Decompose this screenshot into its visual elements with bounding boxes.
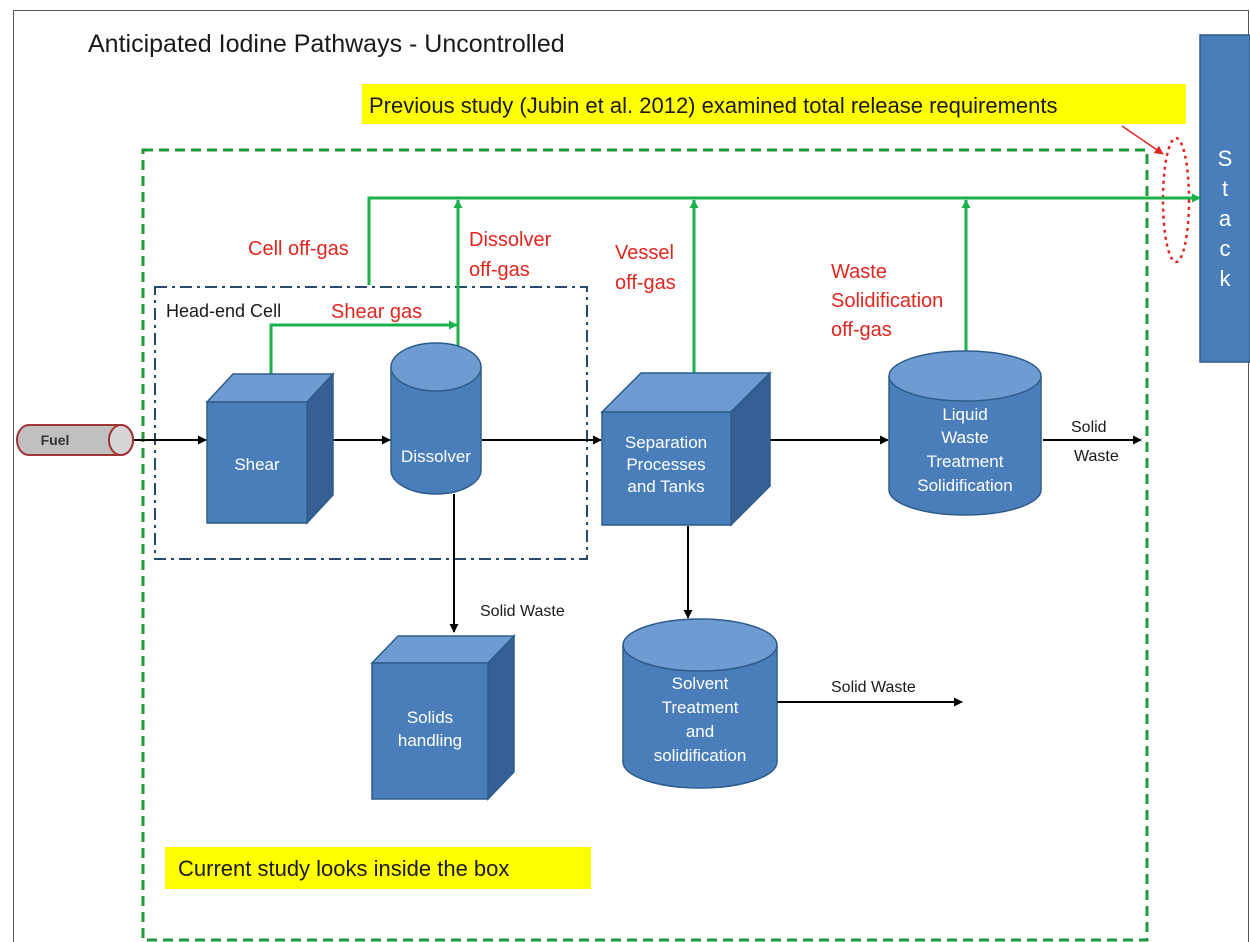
separation-label: Processes xyxy=(626,455,705,474)
dissolver-offgas-label: Dissolver xyxy=(469,229,552,251)
liquid-waste-solid-label: Waste xyxy=(1074,448,1119,465)
stack-letter: t xyxy=(1222,176,1228,201)
waste-offgas-label: Solidification xyxy=(831,290,943,312)
callout-pointer-arrow xyxy=(1121,125,1164,155)
waste-offgas-label: off-gas xyxy=(831,319,892,341)
current-study-text: Current study looks inside the box xyxy=(178,856,509,881)
separation-label: and Tanks xyxy=(627,477,704,496)
solvent-treatment-unit: Solvent Treatment and solidification xyxy=(622,618,778,789)
solids-handling-label: handling xyxy=(398,731,462,750)
shear-gas-label: Shear gas xyxy=(331,301,422,323)
liquid-waste-solid-label: Solid xyxy=(1071,419,1107,436)
solids-handling-label: Solids xyxy=(407,708,453,727)
solvent-treatment-label: Solvent xyxy=(672,674,729,693)
dissolver-label: Dissolver xyxy=(401,447,471,466)
solvent-treatment-label: Treatment xyxy=(662,698,739,717)
fuel-label: Fuel xyxy=(41,432,70,448)
cell-offgas-line xyxy=(367,193,1201,285)
stack-letter: c xyxy=(1220,236,1231,261)
shear-gas-line xyxy=(269,320,458,392)
liquid-waste-label: Solidification xyxy=(917,476,1012,495)
slide-frame xyxy=(13,10,1249,942)
dissolver-offgas-label: off-gas xyxy=(469,259,530,281)
head-end-cell-label: Head-end Cell xyxy=(166,301,281,321)
stack-letter: S xyxy=(1218,146,1233,171)
solvent-solid-waste-label: Solid Waste xyxy=(831,679,916,696)
vessel-offgas-label: off-gas xyxy=(615,272,676,294)
separation-label: Separation xyxy=(625,433,707,452)
liquid-waste-label: Waste xyxy=(941,428,989,447)
solvent-treatment-label: and xyxy=(686,722,714,741)
stack-letter: k xyxy=(1220,266,1232,291)
solids-handling-unit: Solids handling xyxy=(370,634,516,801)
separation-unit: Separation Processes and Tanks xyxy=(600,371,772,527)
shear-unit: Shear xyxy=(205,372,335,525)
head-end-cell-box xyxy=(154,286,588,560)
waste-offgas-label: Waste xyxy=(831,261,887,283)
liquid-waste-label: Liquid xyxy=(942,405,987,424)
stack-letter: a xyxy=(1219,206,1232,231)
liquid-waste-label: Treatment xyxy=(927,452,1004,471)
current-study-box xyxy=(141,148,1149,942)
previous-study-callout xyxy=(362,84,1186,124)
current-study-callout xyxy=(165,847,591,889)
release-point-ellipse xyxy=(1161,136,1191,264)
liquid-waste-unit: Liquid Waste Treatment Solidification xyxy=(888,350,1042,516)
stack xyxy=(1199,34,1250,363)
cell-offgas-label: Cell off-gas xyxy=(248,238,349,260)
dissolver-solid-waste-label: Solid Waste xyxy=(480,603,565,620)
vessel-offgas-label: Vessel xyxy=(615,242,674,264)
fuel-feed: Fuel xyxy=(16,424,134,456)
previous-study-text: Previous study (Jubin et al. 2012) exami… xyxy=(369,93,1057,118)
shear-label: Shear xyxy=(234,455,280,474)
dissolver-unit: Dissolver xyxy=(390,342,482,495)
solvent-treatment-label: solidification xyxy=(654,746,747,765)
slide-title: Anticipated Iodine Pathways - Uncontroll… xyxy=(88,30,565,58)
